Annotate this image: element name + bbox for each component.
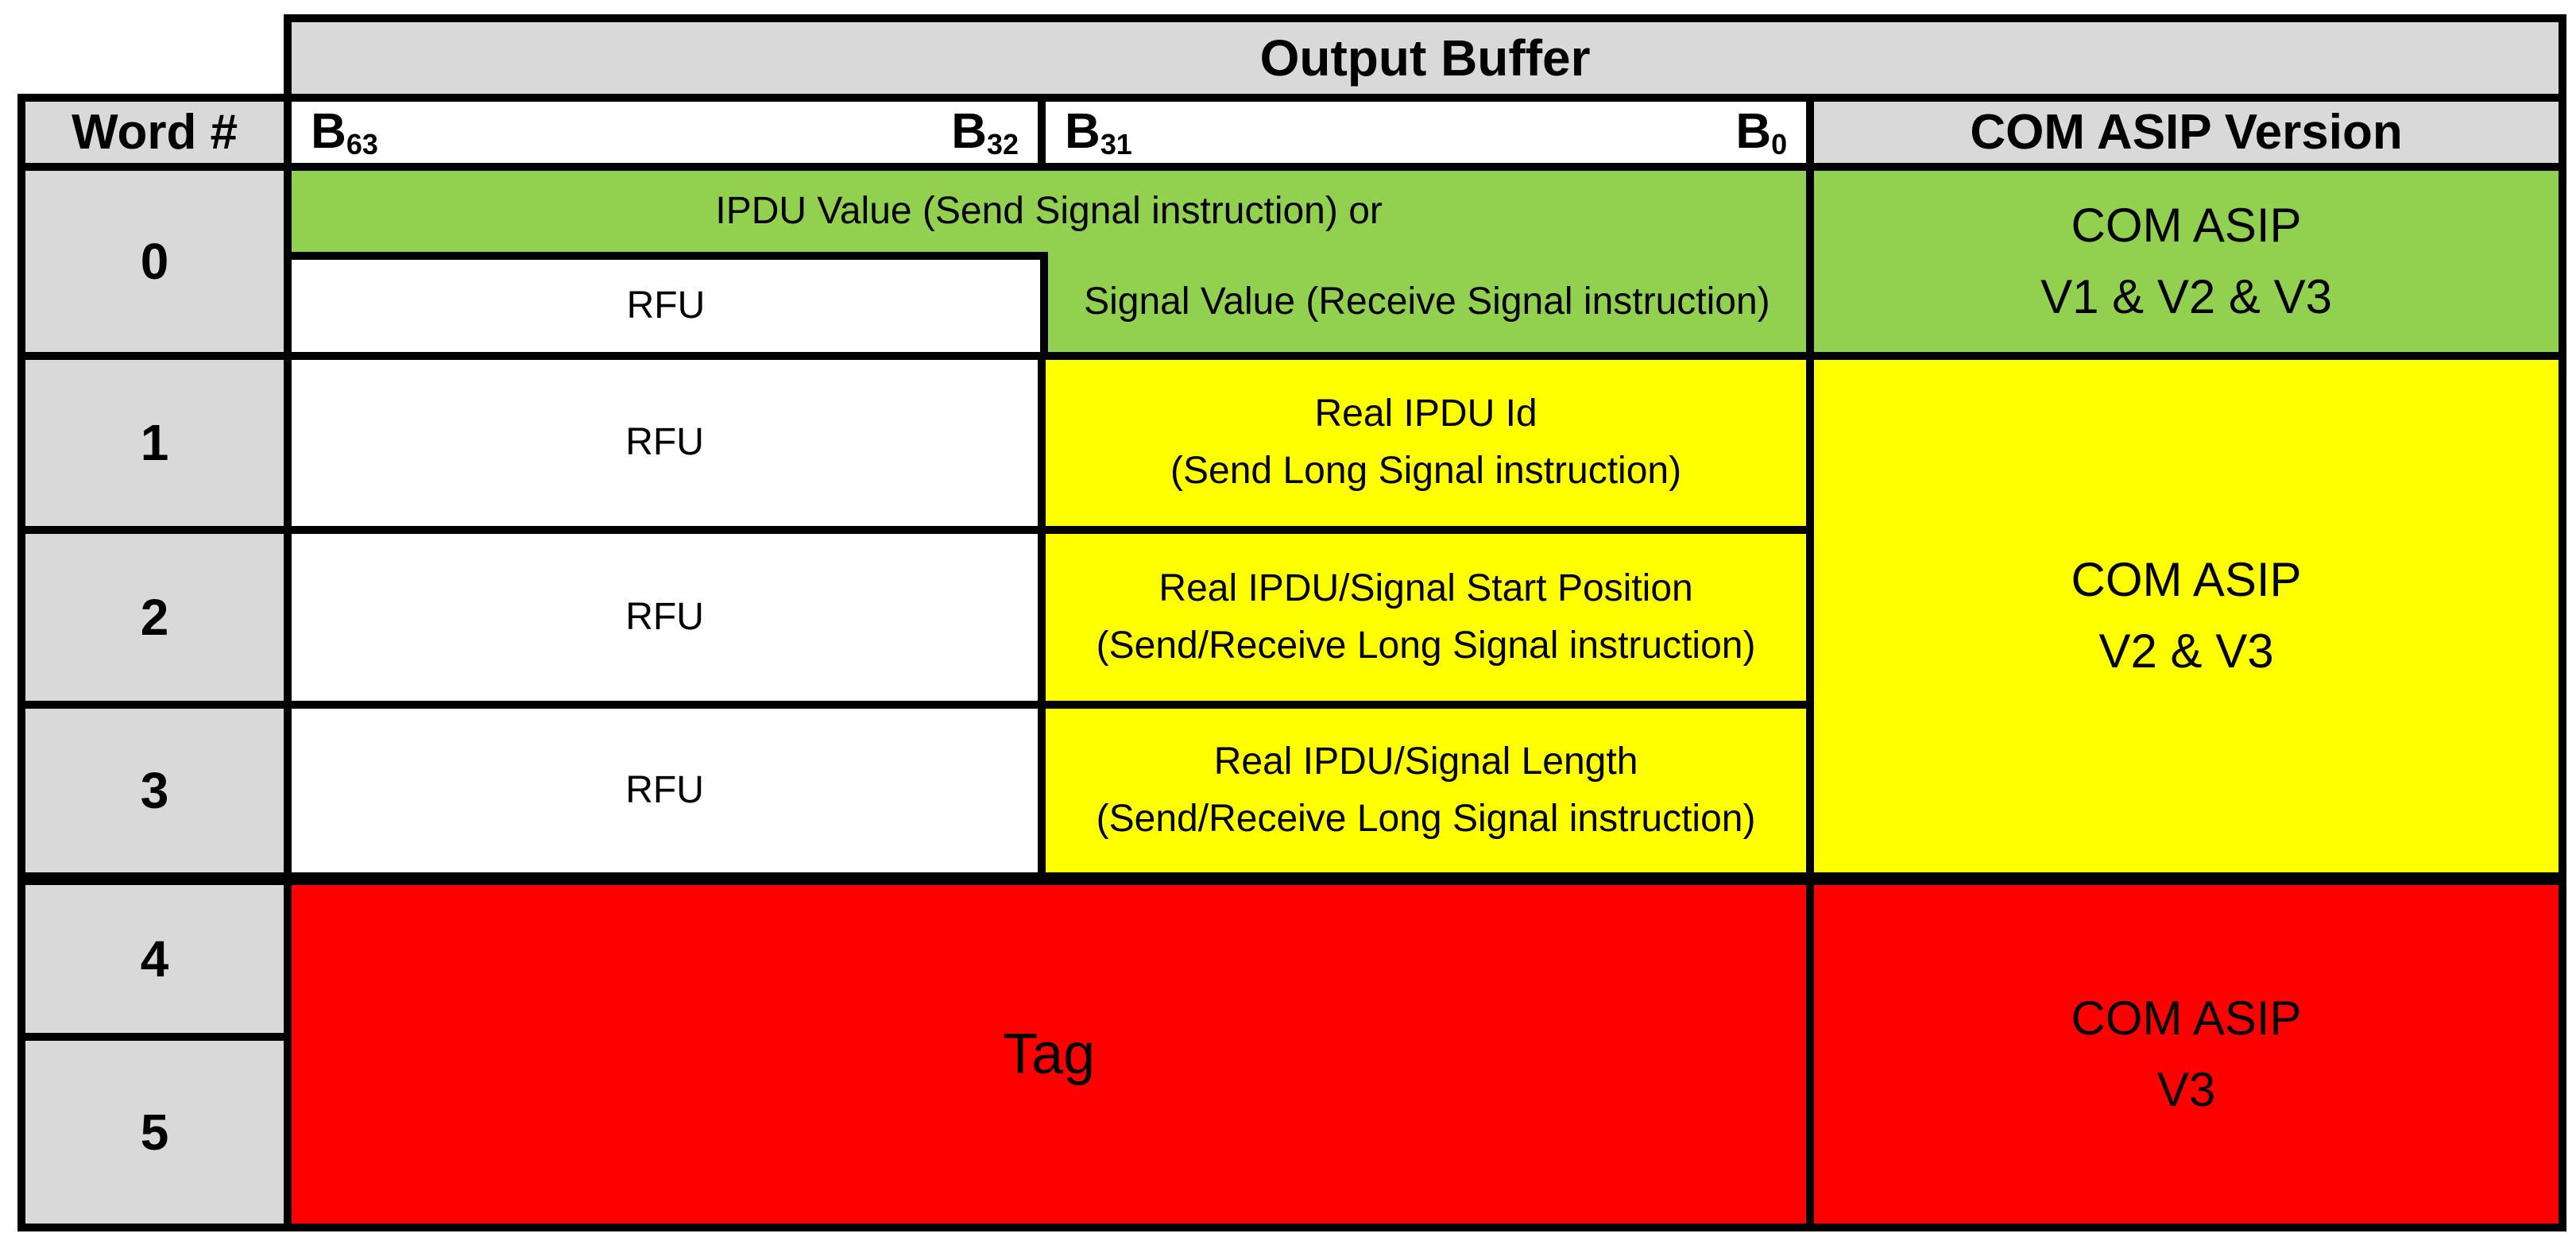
word-row-0: 0 IPDU Value (Send Signal instruction) o…	[17, 162, 2566, 360]
column-header-row: Word # B63 B32 B31 B0 COM ASIP Version	[17, 94, 2566, 171]
corner-blank	[21, 18, 288, 99]
word3-rfu-label: RFU	[284, 700, 1046, 883]
bit-label-b32: B32	[951, 103, 1019, 160]
version-cell-v3: COM ASIP V3	[1806, 872, 2566, 1231]
version-cell-v2-v3: COM ASIP V2 & V3	[1806, 351, 2566, 883]
bits-low-header: B31 B0	[1038, 94, 1815, 171]
word2-rfu-label: RFU	[284, 526, 1046, 709]
word0-ipdu-value-label: IPDU Value (Send Signal instruction) or	[296, 174, 1803, 252]
word-row-3: 3 RFU Real IPDU/Signal Length (Send/Rece…	[17, 700, 2562, 883]
word0-signal-value-label: Signal Value (Receive Signal instruction…	[1047, 251, 1803, 348]
word-row-5: 5	[17, 1033, 2562, 1231]
tag-cell: Tag	[284, 872, 1815, 1231]
bit-label-b0: B0	[1735, 103, 1788, 160]
word-row-1: 1 RFU Real IPDU Id (Send Long Signal ins…	[17, 351, 2566, 883]
word-number-5: 5	[17, 1033, 292, 1231]
title-row: Output Buffer	[21, 14, 2566, 102]
version-cell-v1-v2-v3: COM ASIP V1 & V2 & V3	[1806, 162, 2566, 360]
output-buffer-table: Output Buffer Word # B63 B32 B31 B0 COM …	[17, 14, 2566, 1231]
version-column-header: COM ASIP Version	[1806, 94, 2566, 171]
bit-label-b31: B31	[1065, 103, 1132, 160]
bit-label-b63: B63	[311, 103, 378, 160]
word-column-header: Word #	[17, 94, 292, 171]
word0-rfu-label: RFU	[296, 251, 1048, 348]
bits-high-header: B63 B32	[284, 94, 1046, 171]
word-number-0: 0	[17, 162, 292, 360]
word2-start-position-label: Real IPDU/Signal Start Position (Send/Re…	[1038, 526, 1815, 709]
word1-real-ipdu-id-label: Real IPDU Id (Send Long Signal instructi…	[1038, 351, 1815, 535]
word-number-1: 1	[17, 351, 292, 535]
word-row-2: 2 RFU Real IPDU/Signal Start Position (S…	[17, 526, 2562, 709]
word-number-4: 4	[17, 872, 292, 1042]
word-number-2: 2	[17, 526, 292, 709]
word1-rfu-label: RFU	[284, 351, 1046, 535]
word-row-4: 4 Tag COM ASIP V3	[17, 872, 2566, 1231]
word-number-3: 3	[17, 700, 292, 883]
table-title: Output Buffer	[284, 14, 2566, 102]
word0-payload-cell: IPDU Value (Send Signal instruction) or …	[284, 162, 1815, 360]
word3-length-label: Real IPDU/Signal Length (Send/Receive Lo…	[1038, 700, 1815, 883]
